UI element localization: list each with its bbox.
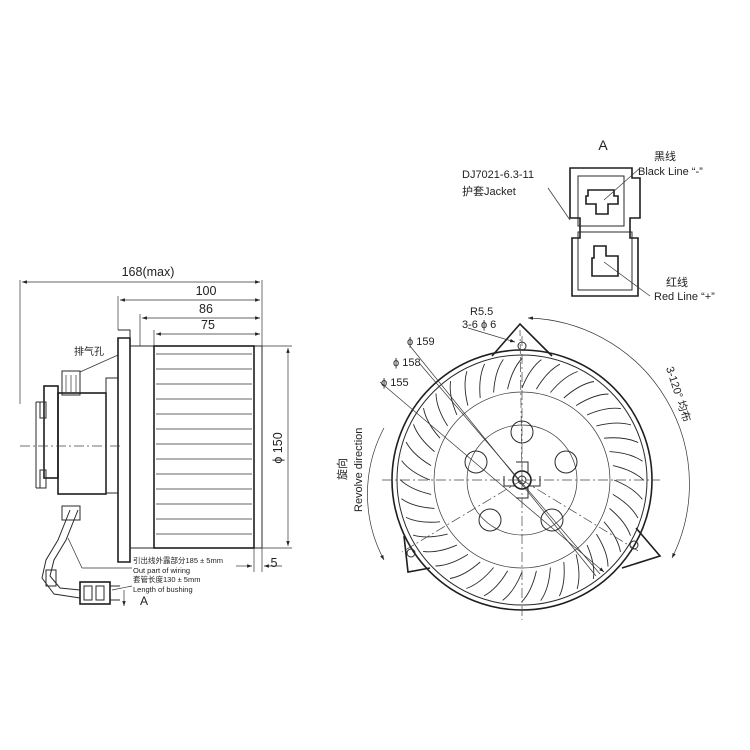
view-arrow-a-label: A xyxy=(140,594,148,608)
connector-view: A DJ7021-6.3-11 护套Jacket 黑线 Black Line “… xyxy=(462,137,715,303)
fan-blade xyxy=(435,393,448,427)
fan-blade xyxy=(603,437,639,444)
jacket-label: 护套Jacket xyxy=(462,184,516,198)
rotate-cn-label: 旋向 xyxy=(335,458,349,480)
fan-blade xyxy=(479,363,486,399)
fan-blade xyxy=(405,516,441,523)
fan-blade xyxy=(493,359,504,393)
bushing-en-label: Length of bushing xyxy=(133,585,193,594)
bushing-cn-label: 套管长度130 ± 5mm xyxy=(133,574,200,584)
fan-blade xyxy=(596,533,609,567)
fan-blade xyxy=(483,570,508,597)
fan-blade xyxy=(550,371,578,393)
fan-blade xyxy=(466,567,494,589)
fan-blade xyxy=(563,381,595,399)
fan-blade xyxy=(613,479,643,500)
black-line-en-label: Black Line “-” xyxy=(638,166,703,178)
fan-blade xyxy=(413,424,435,452)
fan-blade xyxy=(586,407,621,416)
fan-blade xyxy=(609,451,643,462)
fan-blade xyxy=(435,554,469,567)
phi-155-label: ϕ 155 xyxy=(381,377,409,389)
fan-blade xyxy=(507,357,523,390)
mounting-flange xyxy=(117,329,154,563)
dim-phi-150: ϕ 150 xyxy=(271,432,285,463)
fan-blade xyxy=(586,544,595,579)
fan-blade xyxy=(405,441,432,466)
fan-blade xyxy=(464,370,469,406)
fan-blade xyxy=(575,393,609,406)
wire-out-cn-label: 引出线外露部分185 ± 5mm xyxy=(133,555,223,565)
connector-view-label: A xyxy=(598,137,608,153)
fan-blade xyxy=(540,567,551,601)
fan-blade xyxy=(521,570,537,603)
dim-75: 75 xyxy=(201,318,215,332)
fan-blade xyxy=(558,561,565,597)
dim-168-max: 168(max) xyxy=(122,265,175,279)
dim-100: 100 xyxy=(196,284,217,298)
red-line-en-label: Red Line “+” xyxy=(654,291,715,303)
phi-158-label: ϕ 158 xyxy=(393,357,421,369)
side-view: 168(max) 100 86 75 ϕ 150 5 排气孔 引出线外露部分18… xyxy=(19,265,292,608)
fan-blade xyxy=(502,571,523,601)
r55-label: R5.5 xyxy=(470,306,493,318)
fan-blade xyxy=(401,460,431,481)
fan-blade xyxy=(596,422,632,427)
wire-out-en-label: Out part of wiring xyxy=(133,566,190,575)
fan-blade xyxy=(609,508,631,536)
fan-blade xyxy=(612,465,645,481)
dim-5: 5 xyxy=(271,556,278,570)
spacing-label: 3-120° 均布 xyxy=(663,365,693,424)
hub xyxy=(464,420,578,532)
exhaust-tube xyxy=(61,370,81,396)
fan-blade xyxy=(423,544,458,553)
exhaust-hole-label: 排气孔 xyxy=(74,345,104,358)
fan-blade xyxy=(423,407,441,439)
fan-wheel-side xyxy=(153,345,263,549)
dim-86: 86 xyxy=(199,302,213,316)
fan-blade xyxy=(449,381,458,416)
fan-blade xyxy=(399,479,432,495)
phi-159-label: ϕ 159 xyxy=(407,336,435,348)
red-line-cn-label: 红线 xyxy=(666,275,688,289)
black-line-cn-label: 黑线 xyxy=(654,149,676,163)
fan-blade xyxy=(575,554,580,590)
wire-harness xyxy=(41,505,120,605)
front-view: R5.5 3-6 ϕ 6 ϕ 159 ϕ 158 ϕ 155 3-120° 均布… xyxy=(335,306,693,620)
rotate-en-label: Revolve direction xyxy=(353,428,365,512)
holes-label: 3-6 ϕ 6 xyxy=(462,319,496,331)
part-number-label: DJ7021-6.3-11 xyxy=(462,169,534,181)
fan-blade xyxy=(521,359,542,389)
fan-blade xyxy=(603,521,621,553)
fan-blade xyxy=(412,533,448,538)
fan-blade xyxy=(449,561,481,579)
side-dimensions xyxy=(19,280,292,572)
fan-blade xyxy=(401,498,435,509)
connector-housing xyxy=(569,167,641,297)
